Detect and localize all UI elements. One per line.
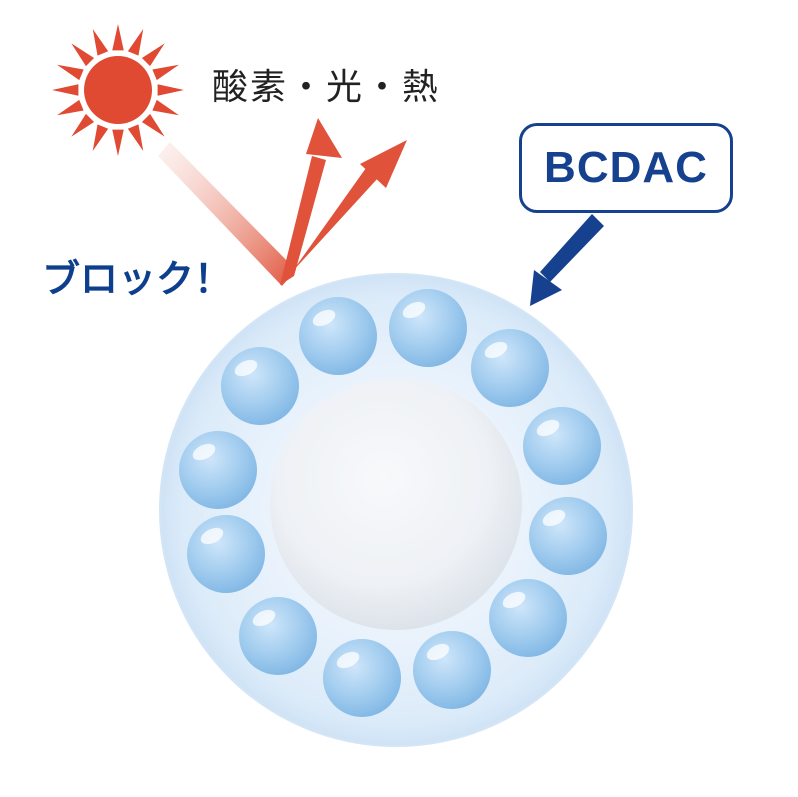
sun-ray: [71, 43, 95, 67]
bead-ring: [179, 289, 607, 717]
bead: [523, 407, 601, 485]
incoming-light-beam: [158, 142, 296, 286]
bead: [413, 631, 491, 709]
sun-ray: [157, 84, 184, 96]
sun-ray: [127, 29, 144, 56]
sun-ray: [57, 99, 84, 116]
sun-ray: [57, 64, 84, 81]
sun-ray: [152, 99, 179, 116]
block-label: ブロック！: [42, 257, 233, 301]
sun-ray: [141, 113, 165, 137]
sun-ray: [152, 64, 179, 81]
bead: [529, 497, 607, 575]
sun-icon: [52, 24, 184, 156]
sun-ray: [112, 129, 124, 156]
sun-ray: [127, 124, 144, 151]
bead: [489, 579, 567, 657]
sun-ray: [52, 84, 79, 96]
bead: [389, 289, 467, 367]
bead: [299, 297, 377, 375]
bead: [239, 597, 317, 675]
sun-ray: [92, 124, 109, 151]
threats-label: 酸素・光・熱: [212, 67, 441, 108]
bead: [221, 347, 299, 425]
sun-ray: [71, 113, 95, 137]
arrow-icon: [280, 118, 407, 286]
sun-ray: [141, 43, 165, 67]
bead: [187, 515, 265, 593]
sun-ray: [92, 29, 109, 56]
callout-pointer-arrow: [530, 214, 604, 306]
bead: [179, 431, 257, 509]
sun-ray: [112, 24, 124, 51]
bead: [471, 329, 549, 407]
sun-disc: [84, 56, 152, 124]
callout-label: BCDAC: [544, 143, 708, 192]
bead: [323, 639, 401, 717]
capsule-core: [270, 378, 522, 630]
callout-box: BCDAC: [519, 123, 733, 213]
